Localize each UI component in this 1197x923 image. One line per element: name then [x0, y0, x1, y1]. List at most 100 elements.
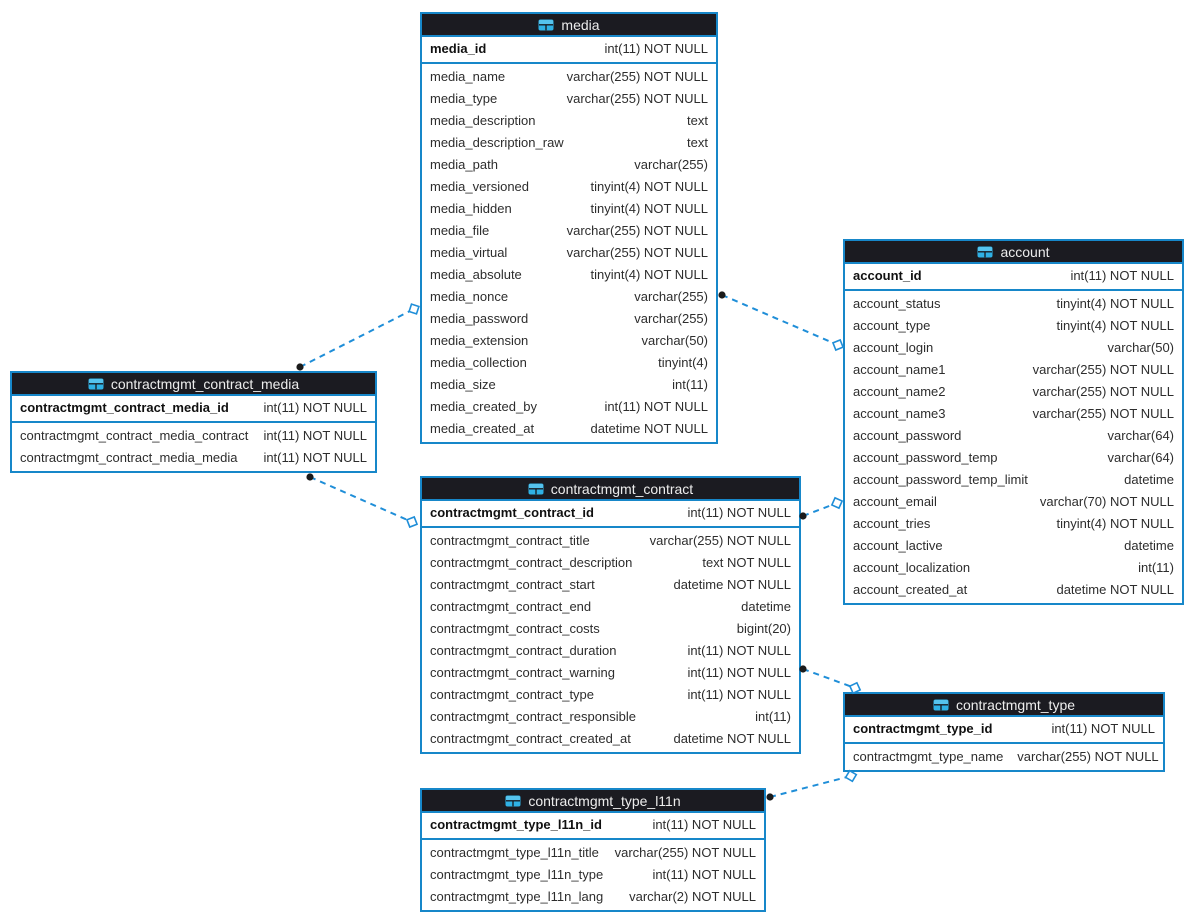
column-type: varchar(255): [634, 311, 708, 326]
connector-contractmgmt_type_l11n-contractmgmt_type[interactable]: [766, 769, 858, 801]
column-name: media_type: [430, 91, 498, 106]
column-row-contractmgmt_type_l11n_type: contractmgmt_type_l11n_type int(11) NOT N…: [422, 864, 764, 886]
column-name: account_password_temp_limit: [853, 472, 1028, 487]
column-type: int(11) NOT NULL: [652, 867, 756, 882]
table-contractmgmt_contract_media[interactable]: contractmgmt_contract_media contractmgmt…: [10, 371, 377, 473]
column-name: contractmgmt_contract_created_at: [430, 731, 631, 746]
table-header[interactable]: contractmgmt_contract_media: [12, 373, 375, 396]
relationship-line[interactable]: [721, 294, 839, 346]
column-type: text: [687, 135, 708, 150]
column-name: contractmgmt_contract_warning: [430, 665, 615, 680]
column-type: int(11) NOT NULL: [1070, 268, 1174, 283]
column-type: tinyint(4) NOT NULL: [590, 179, 708, 194]
column-type: varchar(64): [1107, 450, 1174, 465]
connector-dot-end: [306, 473, 314, 481]
column-type: int(11) NOT NULL: [687, 643, 791, 658]
column-name: contractmgmt_contract_media_media: [20, 450, 238, 465]
table-contractmgmt_type_l11n[interactable]: contractmgmt_type_l11n contractmgmt_type…: [420, 788, 766, 912]
table-header[interactable]: media: [422, 14, 716, 37]
column-type: varchar(64): [1107, 428, 1174, 443]
table-header[interactable]: account: [845, 241, 1182, 264]
connector-diamond-end: [830, 496, 844, 510]
column-type: varchar(255) NOT NULL: [649, 533, 791, 548]
table-header[interactable]: contractmgmt_type: [845, 694, 1163, 717]
column-type: varchar(255) NOT NULL: [1032, 384, 1174, 399]
relationship-line[interactable]: [802, 668, 856, 689]
table-title: media: [561, 16, 600, 33]
table-title: contractmgmt_type: [955, 696, 1076, 713]
column-type: tinyint(4) NOT NULL: [1056, 318, 1174, 333]
column-type: int(11): [1138, 560, 1174, 575]
column-name: media_size: [430, 377, 496, 392]
column-name: contractmgmt_type_l11n_type: [430, 867, 604, 882]
table-icon: [88, 378, 104, 390]
column-name: contractmgmt_type_l11n_title: [430, 845, 599, 860]
column-type: bigint(20): [736, 621, 791, 636]
column-name: account_name3: [853, 406, 946, 421]
table-contractmgmt_contract[interactable]: contractmgmt_contract contractmgmt_contr…: [420, 476, 801, 754]
column-name: account_created_at: [853, 582, 968, 597]
relationship-line[interactable]: [299, 308, 415, 368]
connector-diamond-end: [831, 338, 845, 352]
column-name: media_path: [430, 157, 498, 172]
table-header[interactable]: contractmgmt_type_l11n: [422, 790, 764, 813]
connector-contractmgmt_contract-account[interactable]: [799, 496, 844, 520]
connector-diamond-end: [408, 303, 420, 315]
connector-contractmgmt_contract-contractmgmt_type[interactable]: [799, 665, 862, 695]
column-type: datetime NOT NULL: [673, 577, 791, 592]
table-account[interactable]: account account_id int(11) NOT NULL accou…: [843, 239, 1184, 605]
table-header[interactable]: contractmgmt_contract: [422, 478, 799, 501]
column-type: datetime NOT NULL: [1056, 582, 1174, 597]
column-name: contractmgmt_contract_duration: [430, 643, 617, 658]
column-type: int(11) NOT NULL: [652, 817, 756, 832]
column-type: varchar(2) NOT NULL: [629, 889, 756, 904]
column-name: contractmgmt_contract_start: [430, 577, 595, 592]
connector-contractmgmt_contract_media-media[interactable]: [296, 302, 421, 371]
column-name: account_password: [853, 428, 962, 443]
column-name: account_id: [853, 268, 922, 283]
column-name: media_extension: [430, 333, 529, 348]
connector-contractmgmt_contract_media-contractmgmt_contract[interactable]: [306, 473, 419, 529]
relationship-line[interactable]: [309, 476, 413, 523]
column-type: datetime: [1124, 472, 1174, 487]
column-type: datetime: [741, 599, 791, 614]
column-row-contractmgmt_contract_duration: contractmgmt_contract_duration int(11) NO…: [422, 640, 799, 662]
column-type: int(11) NOT NULL: [604, 399, 708, 414]
column-type: text: [687, 113, 708, 128]
connector-media-account[interactable]: [718, 291, 845, 352]
column-name: contractmgmt_type_id: [853, 721, 993, 736]
relationship-line[interactable]: [769, 775, 852, 798]
